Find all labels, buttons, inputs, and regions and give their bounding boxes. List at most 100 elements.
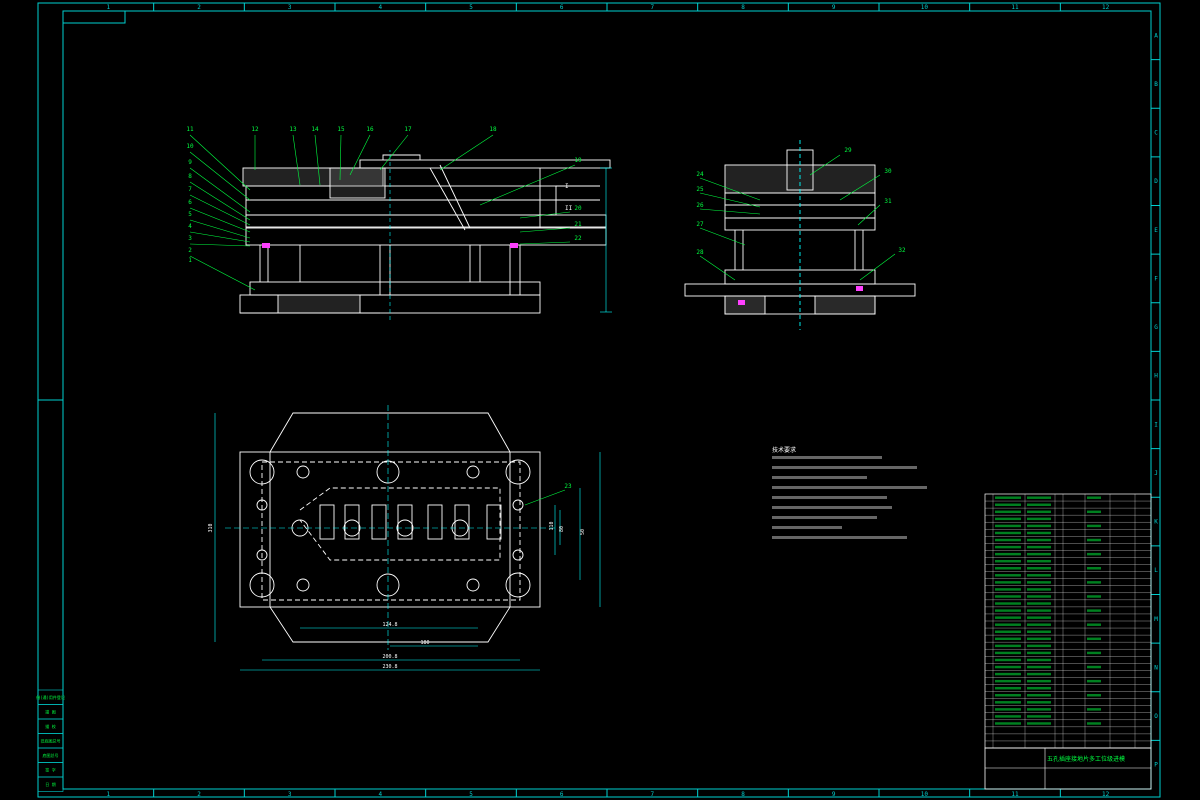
title-block <box>984 747 1152 790</box>
zone-row-label: A <box>1154 32 1158 39</box>
part-callout: 21 <box>574 221 582 228</box>
bom-cell-text <box>1027 722 1051 725</box>
zone-row-label: F <box>1154 275 1158 282</box>
dimension-value: 80 <box>559 526 565 532</box>
front-view-leaders <box>189 134 576 291</box>
bom-cell-text <box>1027 686 1051 690</box>
part-callout: 9 <box>188 159 192 166</box>
bom-cell-text <box>995 623 1021 626</box>
zone-column-label: 2 <box>197 4 201 11</box>
bom-cell-text <box>1027 708 1051 711</box>
zone-column-label: 5 <box>469 791 473 798</box>
stamp-label: 日 期 <box>45 781 55 787</box>
plan-view-leader <box>524 489 566 506</box>
bom-cell-text <box>995 567 1021 570</box>
bom-cell-text <box>1027 595 1051 598</box>
bom-cell-text <box>1027 510 1051 514</box>
zone-column-label: 5 <box>469 4 473 11</box>
technical-notes-text <box>772 456 927 539</box>
dimension-value: 230.8 <box>382 664 397 670</box>
bom-cell-text <box>1087 722 1101 725</box>
part-callout: 23 <box>564 483 572 490</box>
bom-cell-text <box>995 686 1021 690</box>
bill-of-materials-table <box>984 493 1152 749</box>
stamp-cell <box>37 776 64 792</box>
part-callout: 11 <box>186 126 194 133</box>
bom-cell-text <box>1027 602 1051 605</box>
part-callout: 12 <box>251 126 259 133</box>
bom-cell-text <box>995 531 1021 535</box>
zone-column-label: 8 <box>741 4 745 11</box>
bom-cell-text <box>1027 651 1051 655</box>
plan-view <box>225 405 555 650</box>
bom-cell-text <box>1087 609 1101 612</box>
bom-cell-text <box>1027 524 1051 528</box>
zone-row-label: O <box>1154 713 1158 720</box>
part-callout: 24 <box>696 171 704 178</box>
dimension-value: 110 <box>549 521 555 530</box>
part-callout: 15 <box>337 126 345 133</box>
bom-cell-text <box>995 722 1021 725</box>
part-callout: 17 <box>404 126 412 133</box>
bom-cell-text <box>995 651 1021 655</box>
bom-cell-text <box>1087 679 1101 683</box>
part-callout: 2 <box>188 247 192 254</box>
stamp-label: 借(通)用件登记 <box>36 694 65 700</box>
part-callout: 29 <box>844 147 852 154</box>
part-callout: 8 <box>188 173 192 180</box>
zone-row-label: J <box>1154 470 1158 477</box>
zone-column-label: 1 <box>107 4 111 11</box>
zone-row-label: C <box>1154 130 1158 137</box>
zone-row-label: D <box>1154 178 1158 185</box>
zone-column-label: 11 <box>1011 4 1019 11</box>
side-view-leaders <box>699 154 896 281</box>
bom-cell-text <box>1087 651 1101 655</box>
part-callout: 14 <box>311 126 319 133</box>
zone-row-label: B <box>1154 81 1158 88</box>
bom-cell-text <box>1027 609 1051 612</box>
bom-cell-text <box>1087 694 1101 697</box>
part-callout: 1 <box>188 257 192 264</box>
bom-cell-text <box>1027 679 1051 683</box>
stamp-label: 旧底图总号 <box>41 738 61 744</box>
zone-column-label: 1 <box>107 791 111 798</box>
section-mark: I <box>565 183 569 190</box>
bom-cell-text <box>995 574 1021 577</box>
bom-cell-text <box>1027 701 1051 704</box>
bom-cell-text <box>1027 665 1051 669</box>
part-callout: 5 <box>188 211 192 218</box>
zone-column-label: 4 <box>379 4 383 11</box>
part-callout: 27 <box>696 221 704 228</box>
bom-cell-text <box>1087 567 1101 570</box>
bom-cell-text <box>995 517 1021 521</box>
zone-row-label: N <box>1154 664 1158 671</box>
bom-cell-text <box>1027 531 1051 535</box>
bom-cell-text <box>1027 616 1051 619</box>
bom-cell-text <box>995 658 1021 662</box>
bom-cell-text <box>1027 574 1051 577</box>
bom-cell-text <box>1087 538 1101 542</box>
bom-cell-text <box>995 503 1021 506</box>
bom-cell-text <box>1027 623 1051 626</box>
bom-cell-text <box>1027 694 1051 697</box>
drawing-title: 五孔插座接地片多工位级进模 <box>1047 755 1125 763</box>
zone-column-label: 6 <box>560 791 564 798</box>
stamp-label: 描 图 <box>45 709 55 715</box>
dimension-value: 180 <box>420 640 429 646</box>
dimension-value: 50 <box>580 529 586 535</box>
plan-view-callouts: 23 <box>564 483 572 490</box>
side-view-accent-marks <box>738 286 863 305</box>
part-callout: 13 <box>289 126 297 133</box>
zone-column-label: 12 <box>1102 791 1110 798</box>
part-callout: 3 <box>188 235 192 242</box>
stamp-label: 底图总号 <box>43 752 59 758</box>
zone-column-label: 3 <box>288 791 292 798</box>
bom-cell-text <box>995 559 1021 563</box>
bom-cell-text <box>1027 715 1051 718</box>
bom-cell-text <box>995 595 1021 598</box>
bom-cell-text <box>1027 496 1051 499</box>
zone-column-label: 6 <box>560 4 564 11</box>
